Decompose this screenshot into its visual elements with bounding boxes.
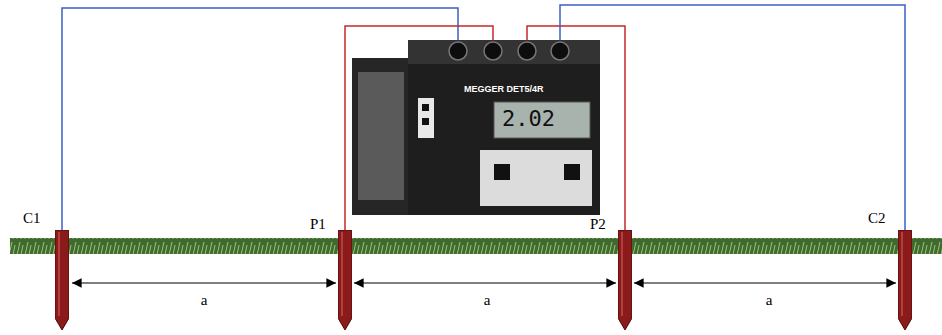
- terminal-knob: [449, 42, 467, 60]
- stake-drawing: [338, 230, 352, 330]
- stake-body: [618, 230, 632, 330]
- stake-highlight: [341, 232, 343, 316]
- earth-stake: C2: [898, 230, 912, 330]
- earth-stake: P2: [618, 230, 632, 330]
- stake-highlight: [58, 232, 60, 316]
- lcd-display: [494, 102, 590, 138]
- stake-body: [338, 230, 352, 330]
- spacing-label: a: [764, 292, 775, 309]
- electrode-label: P1: [310, 216, 326, 233]
- dimension-line: [354, 282, 616, 283]
- test-instrument: MEGGER DET5/4R 2.02: [352, 40, 600, 215]
- stake-drawing: [55, 230, 69, 330]
- stake-drawing: [618, 230, 632, 330]
- terminal-knob: [518, 42, 536, 60]
- terminal-panel: [408, 40, 600, 64]
- indicator: [422, 104, 429, 111]
- electrode-label: P2: [590, 216, 606, 233]
- push-button: [494, 164, 510, 180]
- brand-name: MEGGER DET5/4R: [464, 84, 544, 94]
- test-lead: [560, 5, 905, 230]
- side-window: [358, 72, 404, 200]
- spacing-label: a: [482, 292, 493, 309]
- test-lead: [62, 8, 458, 230]
- electrode-label: C1: [23, 210, 41, 227]
- stake-body: [55, 230, 69, 330]
- terminal-knob: [551, 42, 569, 60]
- ground-band: [10, 238, 942, 254]
- earth-stake: C1: [55, 230, 69, 330]
- stake-highlight: [621, 232, 623, 316]
- stake-drawing: [898, 230, 912, 330]
- stake-highlight: [901, 232, 903, 316]
- stake-body: [898, 230, 912, 330]
- terminal-knob: [484, 42, 502, 60]
- dimension-line: [634, 282, 896, 283]
- instrument-side: [352, 58, 414, 215]
- indicator: [422, 118, 429, 125]
- display-reading: 2.02: [502, 106, 555, 131]
- spacing-label: a: [199, 292, 210, 309]
- instrument-drawing: [352, 40, 600, 215]
- push-button: [564, 164, 580, 180]
- earth-stake: P1: [338, 230, 352, 330]
- indicator-panel: [418, 98, 434, 138]
- dimension-line: [72, 282, 336, 283]
- button-panel: [480, 150, 592, 206]
- electrode-label: C2: [868, 210, 886, 227]
- instrument-front: [408, 40, 600, 215]
